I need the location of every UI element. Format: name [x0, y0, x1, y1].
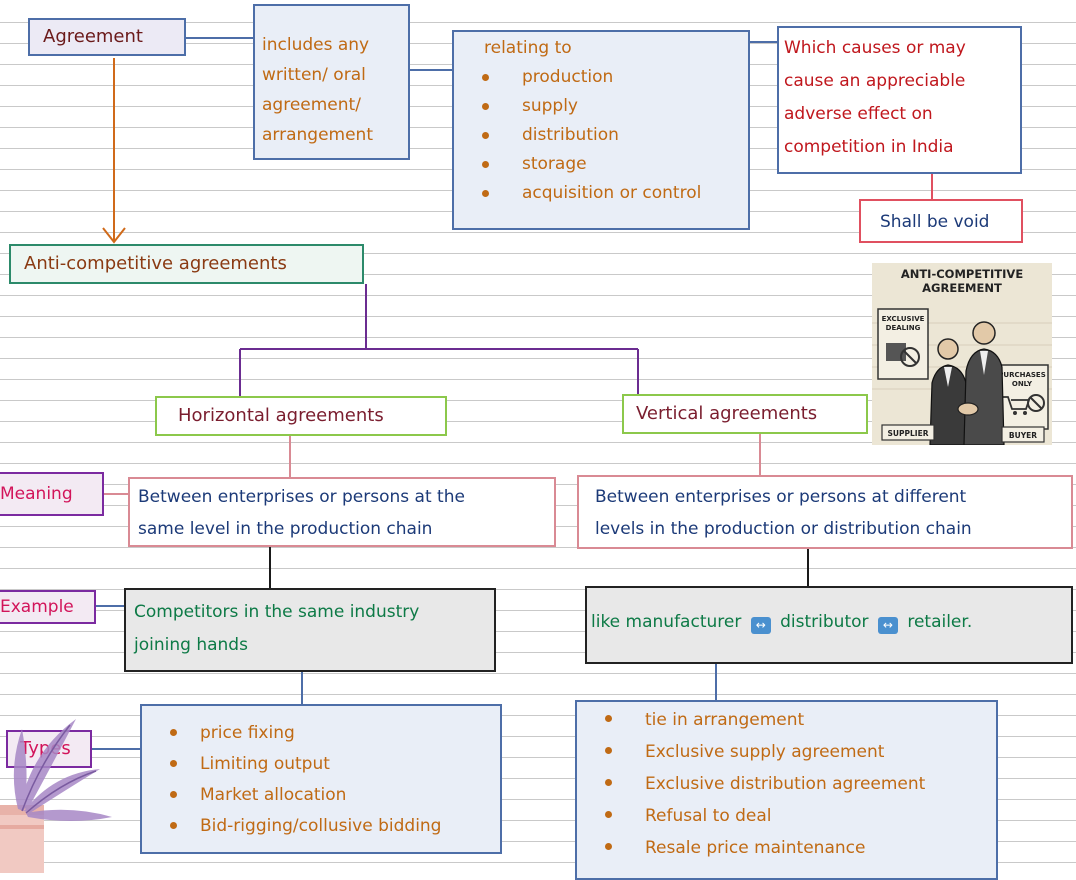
supplier-label: SUPPLIER — [888, 429, 929, 438]
includes-box: includes any written/ oral agreement/ ar… — [253, 4, 410, 160]
vertical-types-list: tie in arrangement Exclusive supply agre… — [577, 704, 996, 864]
relating-heading: relating to — [484, 38, 572, 58]
prohibited-icon — [900, 347, 920, 367]
horizontal-agreements-box: Horizontal agreements — [155, 396, 447, 436]
purchases-only-sign: PURCHASES ONLY — [995, 364, 1049, 430]
decorative-plant-icon — [0, 719, 112, 873]
vertical-example-box: like manufacturer ↔ distributor ↔ retail… — [585, 586, 1073, 664]
type-item: price fixing — [142, 718, 500, 749]
relating-item: acquisition or control — [454, 179, 748, 208]
type-item: Bid-rigging/collusive bidding — [142, 811, 500, 842]
vertical-types-box: tie in arrangement Exclusive supply agre… — [575, 700, 998, 880]
type-item: Resale price maintenance — [577, 832, 996, 864]
type-item: Refusal to deal — [577, 800, 996, 832]
handshake-illustration: ANTI-COMPETITIVE AGREEMENT EXCLUSIVE DEA… — [872, 263, 1052, 445]
void-box: Shall be void — [859, 199, 1023, 243]
sign-text: DEALING — [886, 324, 921, 332]
anti-competitive-box: Anti-competitive agreements — [9, 244, 364, 284]
vertical-agreements-box: Vertical agreements — [622, 394, 868, 434]
effect-line: Which causes or may — [784, 38, 966, 58]
horizontal-meaning-line: same level in the production chain — [138, 519, 433, 539]
buyer-label: BUYER — [1009, 431, 1037, 440]
example-label-box: Example — [0, 590, 96, 624]
includes-line: agreement/ — [262, 95, 361, 115]
relating-item: supply — [454, 92, 748, 121]
person-right-icon — [963, 321, 1005, 445]
vertical-example-line: like manufacturer ↔ distributor ↔ retail… — [591, 588, 1071, 656]
horizontal-title: Horizontal agreements — [178, 405, 384, 426]
vertical-meaning-box: Between enterprises or persons at differ… — [577, 475, 1073, 549]
type-item: Limiting output — [142, 749, 500, 780]
example-retailer: retailer. — [907, 612, 973, 632]
vertical-title: Vertical agreements — [636, 403, 818, 424]
includes-line: arrangement — [262, 125, 373, 145]
effect-box: Which causes or may cause an appreciable… — [777, 26, 1022, 174]
illustration-title: AGREEMENT — [922, 281, 1002, 295]
horizontal-example-line: joining hands — [134, 635, 248, 655]
horizontal-meaning-box: Between enterprises or persons at the sa… — [128, 477, 556, 547]
horizontal-example-box: Competitors in the same industry joining… — [124, 588, 496, 672]
sign-text: EXCLUSIVE — [882, 315, 925, 323]
agreement-box: Agreement — [28, 18, 186, 56]
person-left-icon — [929, 338, 971, 445]
prohibited-icon — [1027, 394, 1045, 412]
relating-item: distribution — [454, 121, 748, 150]
example-label: Example — [0, 597, 74, 617]
relating-box: relating to production supply distributi… — [452, 30, 750, 230]
handshake-icon — [957, 402, 979, 416]
cart-icon — [1002, 396, 1031, 410]
meaning-label: Meaning — [0, 484, 73, 504]
effect-line: competition in India — [784, 137, 954, 157]
agreement-label: Agreement — [43, 26, 143, 47]
left-right-arrow-icon: ↔ — [877, 617, 898, 634]
includes-line: includes any — [262, 35, 370, 55]
arrow-agreement-anti-head — [102, 227, 126, 244]
sign-text: ONLY — [1012, 380, 1033, 388]
includes-line: written/ oral — [262, 65, 366, 85]
type-item: Exclusive supply agreement — [577, 736, 996, 768]
relating-item: storage — [454, 150, 748, 179]
type-item: Market allocation — [142, 780, 500, 811]
exclusive-dealing-sign: EXCLUSIVE DEALING — [877, 308, 929, 380]
effect-line: adverse effect on — [784, 104, 933, 124]
anti-competitive-title: Anti-competitive agreements — [24, 253, 287, 274]
relating-list: production supply distribution storage a… — [454, 63, 748, 208]
illustration-title: ANTI-COMPETITIVE — [901, 267, 1024, 281]
vertical-meaning-line: levels in the production or distribution… — [595, 519, 972, 539]
horizontal-meaning-line: Between enterprises or persons at the — [138, 487, 465, 507]
sign-text: PURCHASES — [998, 371, 1045, 379]
meaning-label-box: Meaning — [0, 472, 104, 516]
example-distributor: distributor — [780, 612, 869, 632]
horizontal-types-list: price fixing Limiting output Market allo… — [142, 718, 500, 842]
horizontal-types-box: price fixing Limiting output Market allo… — [140, 704, 502, 854]
left-right-arrow-icon: ↔ — [750, 617, 771, 634]
void-label: Shall be void — [880, 212, 990, 232]
anti-competitive-illustration: ANTI-COMPETITIVE AGREEMENT EXCLUSIVE DEA… — [872, 263, 1052, 445]
vertical-meaning-line: Between enterprises or persons at differ… — [595, 487, 967, 507]
effect-line: cause an appreciable — [784, 71, 966, 91]
relating-item: production — [454, 63, 748, 92]
type-item: Exclusive distribution agreement — [577, 768, 996, 800]
example-manufacturer: like manufacturer — [591, 612, 742, 632]
type-item: tie in arrangement — [577, 704, 996, 736]
horizontal-example-line: Competitors in the same industry — [134, 602, 420, 622]
